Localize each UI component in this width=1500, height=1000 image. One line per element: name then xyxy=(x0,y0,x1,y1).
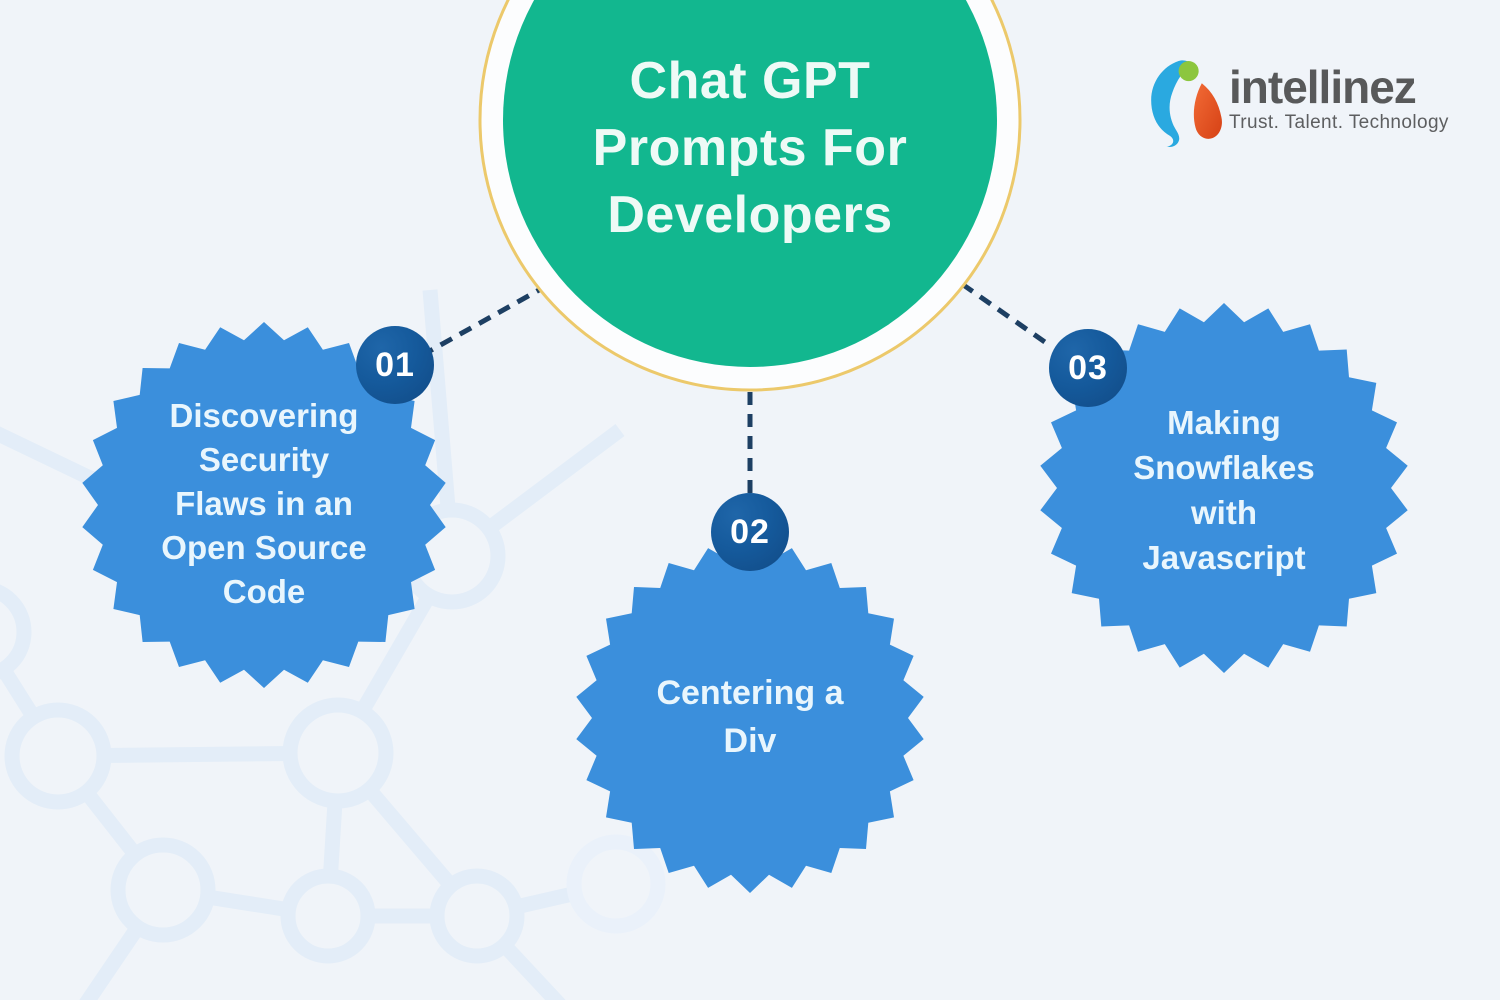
connector-lines xyxy=(426,281,1054,493)
logo-wordmark: intellinez xyxy=(1229,61,1417,113)
item-3-label-line: Making xyxy=(1167,404,1281,441)
starburst-3-shape xyxy=(1040,303,1408,673)
item-3-label-line: with xyxy=(1191,494,1257,531)
item-1-label-line: Flaws in an xyxy=(175,485,353,522)
item-1-label: Discovering Security Flaws in an Open So… xyxy=(94,394,434,614)
title-line: Chat GPT xyxy=(629,52,871,110)
starburst-1-shape xyxy=(82,322,446,688)
title-line: Developers xyxy=(607,186,893,244)
item-2-label-line: Centering a xyxy=(656,674,844,712)
item-1-number-badge: 01 xyxy=(356,326,434,404)
item-3-number-badge: 03 xyxy=(1049,329,1127,407)
main-title: Chat GPT Prompts For Developers xyxy=(500,48,1000,249)
starburst-2-shape xyxy=(576,543,924,893)
item-1-label-line: Discovering xyxy=(169,397,359,434)
center-circle-graphic xyxy=(478,0,1022,392)
intellinez-logo: intellinez Trust. Talent. Technology xyxy=(1150,60,1449,155)
connector-1 xyxy=(426,282,550,355)
item-1-label-line: Code xyxy=(222,573,306,610)
connector-3 xyxy=(960,281,1054,350)
logo-leaf-blue xyxy=(1151,60,1193,147)
item-3-label-line: Javascript xyxy=(1142,539,1306,576)
item-2-number-badge: 02 xyxy=(711,493,789,571)
item-3-label-line: Snowflakes xyxy=(1133,449,1315,486)
item-1-label-line: Security xyxy=(198,441,330,478)
item-1-label-line: Open Source xyxy=(161,529,367,566)
title-line: Prompts For xyxy=(592,119,908,177)
intellinez-logo-icon xyxy=(1151,60,1222,147)
logo-tagline: Trust. Talent. Technology xyxy=(1229,112,1449,133)
item-2-label-line: Div xyxy=(723,722,777,760)
logo-drop-orange xyxy=(1193,83,1222,139)
logo-dot-green xyxy=(1178,61,1199,82)
item-2-label: Centering a Div xyxy=(600,669,900,765)
item-3-label: Making Snowflakes with Javascript xyxy=(1074,400,1374,580)
